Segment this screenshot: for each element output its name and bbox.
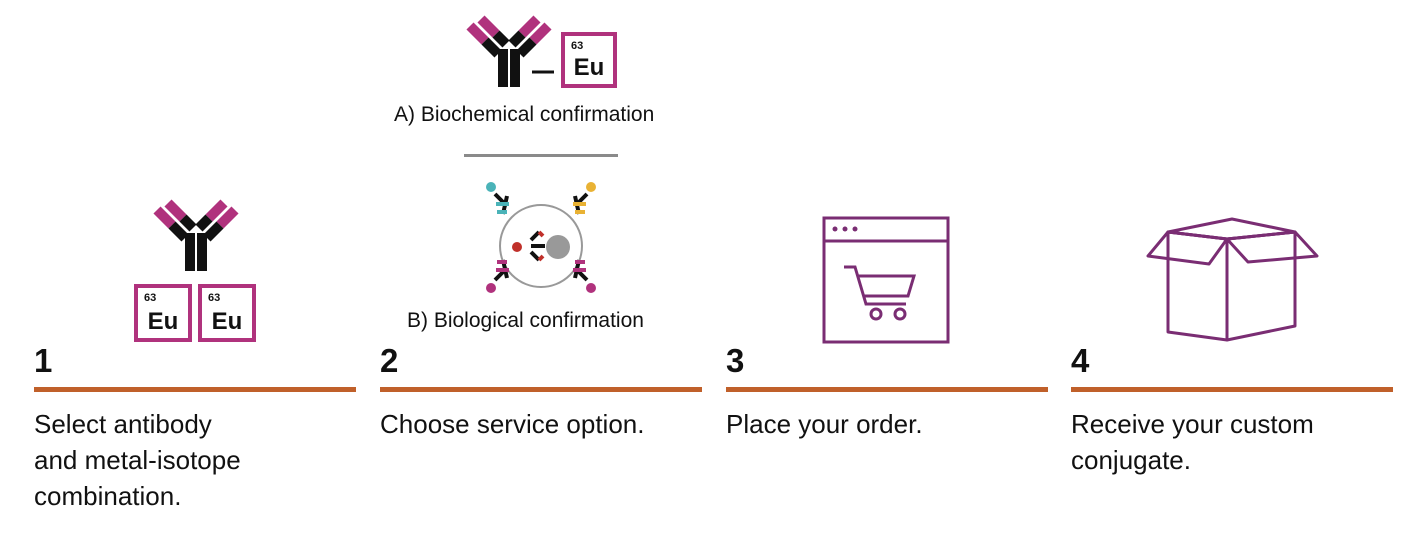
step-2-number: 2 [380, 342, 399, 379]
step-1-number: 1 [34, 342, 53, 379]
step-3-text: Place your order. [726, 409, 923, 439]
option-divider [464, 154, 618, 157]
option-a-caption: A) Biochemical confirmation [394, 103, 655, 126]
eu-element-tile-right: 63 Eu [198, 284, 256, 342]
step-3-number: 3 [726, 342, 745, 379]
antibody-icon [153, 199, 239, 271]
cell-with-antibodies-icon [486, 182, 596, 293]
eu-element-tile-left: 63 Eu [134, 284, 192, 342]
open-box-icon [1146, 217, 1319, 342]
conjugation-bond-icon [532, 70, 554, 74]
antibody-icon [466, 15, 552, 87]
element-number: 63 [571, 40, 584, 52]
step-1-rule [34, 387, 356, 392]
shopping-cart-browser-icon [822, 216, 950, 344]
element-symbol: Eu [147, 308, 179, 335]
element-number: 63 [208, 292, 221, 304]
element-number: 63 [144, 292, 157, 304]
step-2-text: Choose service option. [380, 409, 645, 439]
step-2-rule [380, 387, 702, 392]
element-symbol: Eu [573, 54, 605, 81]
step-4-text: Receive your custom conjugate. [1071, 409, 1314, 475]
eu-element-tile-option-a: 63 Eu [561, 32, 617, 88]
step-4-number: 4 [1071, 342, 1090, 379]
element-symbol: Eu [211, 308, 243, 335]
option-b-caption: B) Biological confirmation [407, 309, 644, 332]
step-1-text: Select antibody and metal-isotope combin… [34, 409, 241, 511]
step-4-rule [1071, 387, 1393, 392]
step-3-rule [726, 387, 1048, 392]
